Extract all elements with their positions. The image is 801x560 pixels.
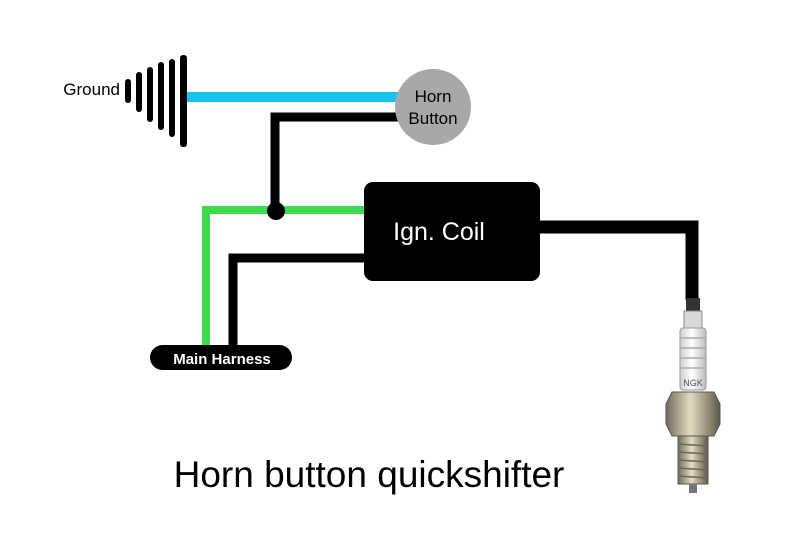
ht-lead-wire [535,220,699,300]
horn-to-junction-wire [270,112,400,212]
diagram-title: Horn button quickshifter [174,454,565,495]
coil-supply-wire [228,253,368,350]
spark-plug: NGK [665,298,721,493]
trigger-wire [202,206,368,350]
main-harness-label: Main Harness [173,351,271,368]
ignition-coil: Ign. Coil [364,182,540,281]
ground-label: Ground [63,80,120,99]
junction-dot [267,202,285,220]
horn-button: Horn Button [395,69,471,145]
horn-button-label-line2: Button [408,109,457,128]
main-harness: Main Harness [150,345,292,370]
ignition-coil-label: Ign. Coil [393,218,485,246]
spark-plug-brand: NGK [683,378,703,388]
ground-symbol [125,55,187,147]
horn-button-label-line1: Horn [415,87,452,106]
